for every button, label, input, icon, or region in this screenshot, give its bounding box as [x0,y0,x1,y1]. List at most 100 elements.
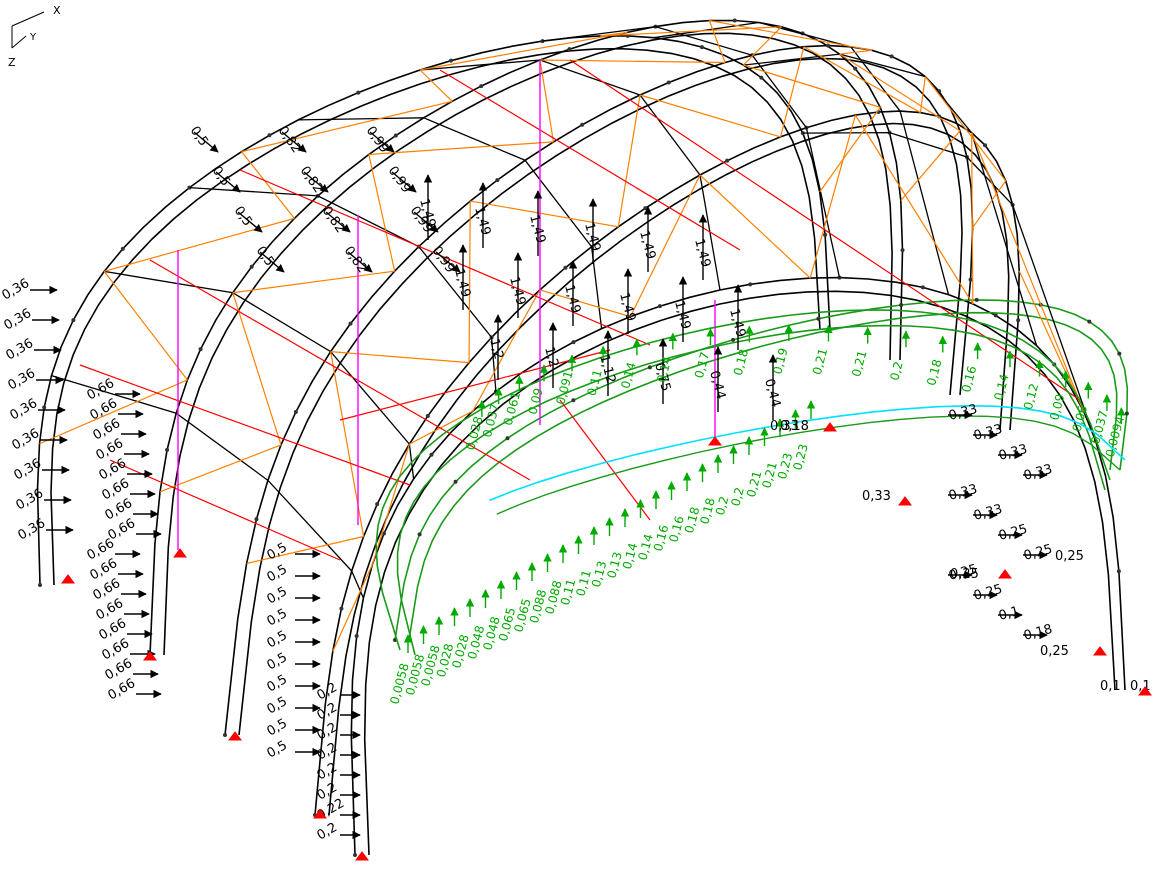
load-value-label: 0,1 [997,604,1021,624]
arch-6-node [899,302,904,307]
load-value-label: 0,5 [265,738,290,761]
load-value-label: 0,25 [1040,644,1069,659]
load-arrow [215,171,241,193]
tie-line [339,349,611,421]
axis-x-label: X [53,4,61,17]
load-value-label: 0,5 [265,606,290,629]
arch-4-node [643,206,648,211]
load-value-label: 0,2 [315,680,340,703]
load-value-label: 1,49 [506,275,528,307]
brace [368,141,554,156]
arch-2-node [393,133,398,138]
load-value-label: 0,25 [997,522,1029,544]
brace [709,19,873,51]
brace [839,49,873,55]
load-value-label: 0,23 [790,442,810,471]
arch-5-node [1116,569,1121,574]
arch-6-node [1087,319,1092,324]
brace [809,114,857,279]
brace [971,132,1085,413]
brace [839,53,961,132]
load-value-label: 1,2 [486,337,506,361]
load-value-label: 1,2 [541,345,561,369]
arch-1-node [267,133,272,138]
arch-6-node [571,398,576,403]
load-value-label: 1,49 [616,291,638,323]
brace [971,132,974,304]
support-symbols [61,422,1152,861]
tie-line [569,59,1081,401]
load-value-label: 0,21 [810,347,830,376]
load-value-label: 0,11 [573,568,593,597]
arch-1-node [42,405,47,410]
arch-3-node [889,54,894,59]
arch-6-inner [408,311,1118,641]
load-value-label: 0,13 [589,559,609,588]
load-value-label: 0,33 [947,482,979,504]
load-value-label: 0,14 [654,355,674,384]
load-arrow [435,251,461,273]
brace [241,151,295,219]
bracing-members [39,19,1085,652]
arch-4-node [983,143,988,148]
load-value-label: 0,16 [666,514,686,543]
load-value-label: 0,16 [651,523,671,552]
load-value-label: 0,33 [862,489,891,504]
brace [708,20,726,63]
hanger-members [177,60,716,550]
tie-line [79,364,411,486]
arch-4-node [375,502,380,507]
load-value-label: 1,49 [671,299,693,331]
arch-5-node [382,531,387,536]
arch-3-node [826,43,831,48]
load-value-label: 0,5 [265,672,290,695]
support-icon [355,851,369,861]
load-value-label: 0,14 [635,532,655,561]
load-value-label: 1,49 [691,237,713,269]
axis-triad: X Y Z [8,4,61,69]
load-arrow [347,251,373,273]
load-arrow [391,171,417,193]
arch-5-node [353,853,357,857]
arch-1-node [699,45,704,50]
load-value-label: 0,36 [0,276,32,303]
load-value-label: 0,12 [1021,382,1041,411]
green-arch-1 [396,324,1106,656]
load-arrow [303,171,329,193]
arch-3-node [223,733,227,737]
arch-3-node [495,178,500,183]
purlin-line [802,131,1097,442]
purlin-line [104,270,415,480]
arch-6-node [816,316,821,321]
load-arrows [30,131,1126,840]
support-icon [998,569,1012,579]
arch-6-node [453,479,458,484]
load-value-label: 0,14 [991,373,1011,402]
arch-5-node [748,282,753,287]
load-value-label: 0,25 [950,567,979,582]
brace [617,94,641,227]
brace [104,217,295,272]
load-value-label: 1,49 [451,267,473,299]
load-arrow [369,131,395,153]
load-value-label: 0,5 [265,716,290,739]
brace [368,154,396,272]
load-arrow [413,211,439,233]
brace [629,174,701,317]
tie-line [559,399,651,521]
brace [103,270,188,381]
load-value-label: 0,36 [8,396,41,423]
arch-1-node [187,185,192,190]
brace [232,292,282,446]
load-value-label: 0,2 [887,360,905,382]
load-value-label: 0,06 [1070,404,1090,433]
load-value-label: 0,18 [1022,622,1054,644]
load-value-label: 0,99 [363,124,392,156]
arch-5-node [920,285,925,290]
load-value-label: 1,49 [726,307,748,339]
load-value-label: 0,09 [1047,392,1067,421]
load-value-label: 0,25 [1022,542,1054,564]
load-value-label: 0,14 [620,541,640,570]
load-value-label: 0,1 [1100,679,1121,694]
